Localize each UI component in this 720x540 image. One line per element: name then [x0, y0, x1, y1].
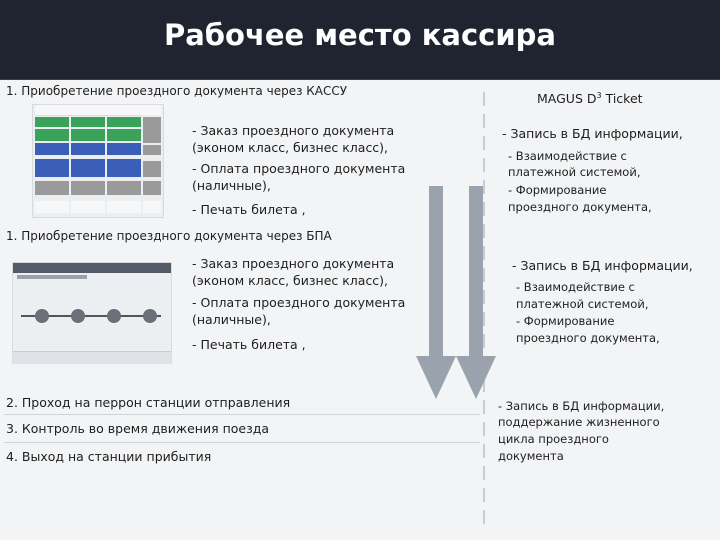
- right1-line5: проездного документа,: [508, 200, 652, 214]
- divider: [4, 442, 480, 443]
- right2-line3: платежной системой,: [516, 297, 649, 311]
- step-platform-entry: 2. Проход на перрон станции отправления: [6, 395, 291, 410]
- page-title: Рабочее место кассира: [163, 18, 556, 52]
- right2-line5: проездного документа,: [516, 331, 660, 345]
- section1-title: 1. Приобретение проездного документа чер…: [6, 84, 348, 98]
- right3-line1: - Запись в БД информации,: [498, 399, 665, 413]
- right1-line2: - Взаимодействие с: [508, 149, 627, 163]
- right2-line2: - Взаимодействие с: [516, 280, 635, 294]
- down-arrow-icon: [456, 186, 496, 399]
- down-arrow-icon: [416, 186, 456, 399]
- step1-payment-cash: (наличные),: [192, 178, 271, 193]
- step1-payment: - Оплата проездного документа: [192, 161, 406, 176]
- right2-line4: - Формирование: [516, 314, 615, 328]
- right2-line1: - Запись в БД информации,: [512, 258, 693, 273]
- step2-payment: - Оплата проездного документа: [192, 295, 406, 310]
- right1-line1: - Запись в БД информации,: [502, 126, 683, 141]
- right3-line3: цикла проездного: [498, 432, 609, 446]
- step1-order: - Заказ проездного документа: [192, 123, 395, 138]
- step2-order: - Заказ проездного документа: [192, 256, 395, 271]
- step-travel-control: 3. Контроль во время движения поезда: [6, 421, 270, 436]
- section2-title: 1. Приобретение проездного документа чер…: [6, 229, 332, 243]
- step2-print: - Печать билета ,: [192, 337, 306, 352]
- step-arrival-exit: 4. Выход на станции прибытия: [6, 449, 212, 464]
- step1-order-class: (эконом класс, бизнес класс),: [192, 140, 389, 155]
- divider: [4, 414, 480, 415]
- step2-payment-cash: (наличные),: [192, 312, 271, 327]
- header-bar: Рабочее место кассира: [0, 0, 720, 80]
- column-divider: [483, 92, 485, 532]
- cashier-screen-thumbnail: [32, 104, 164, 218]
- right3-line2: поддержание жизненного: [498, 415, 660, 429]
- step1-print: - Печать билета ,: [192, 202, 306, 217]
- bpa-screen-thumbnail: [12, 262, 172, 364]
- right1-line3: платежной системой,: [508, 165, 641, 179]
- right3-line4: документа: [498, 449, 564, 463]
- right1-line4: - Формирование: [508, 183, 607, 197]
- step2-order-class: (эконом класс, бизнес класс),: [192, 273, 389, 288]
- system-name: MAGUS D3 Ticket: [537, 91, 643, 107]
